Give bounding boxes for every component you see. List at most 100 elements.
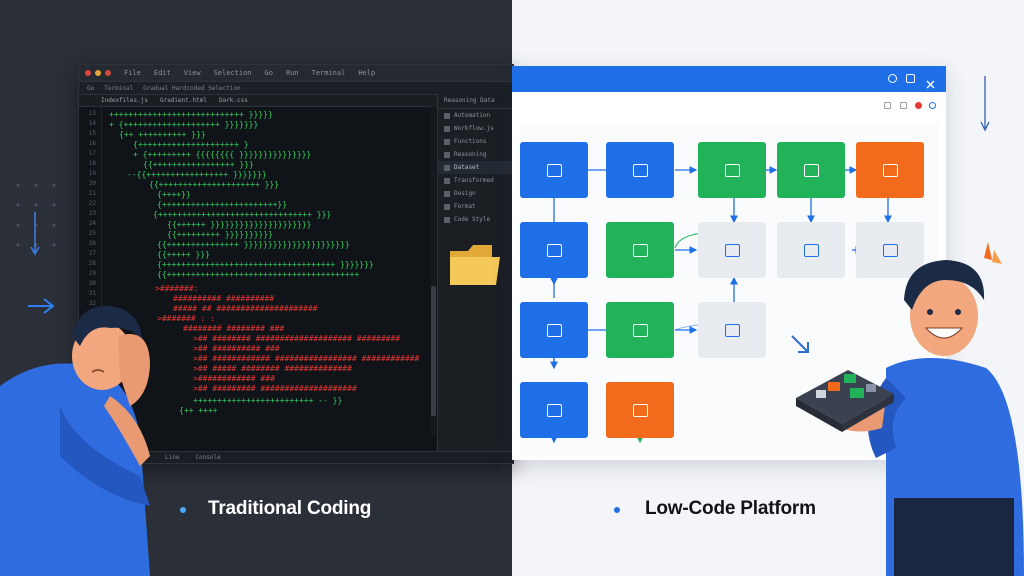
- line-number: 21: [88, 190, 96, 197]
- decorative-dot-grid: [16, 183, 56, 247]
- frustrated-developer-illustration: [0, 305, 150, 576]
- tab-indexfiles[interactable]: Indexfiles.js: [101, 97, 148, 104]
- line-number: 19: [88, 170, 96, 177]
- workflow-node[interactable]: [777, 222, 845, 278]
- settings-icon[interactable]: [929, 102, 936, 109]
- minimize-window-button[interactable]: [95, 70, 101, 76]
- line-number: 32: [88, 300, 96, 307]
- menu-terminal[interactable]: Terminal: [311, 69, 346, 77]
- explorer-item[interactable]: Workflow.js: [438, 122, 514, 135]
- folder-icon[interactable]: [448, 243, 502, 287]
- home-icon[interactable]: [888, 74, 897, 83]
- tab-dark-css[interactable]: Dark.css: [218, 97, 248, 104]
- file-icon: [444, 177, 450, 184]
- toolbar-selection[interactable]: Gradual Hardcoded Selection: [143, 84, 241, 92]
- menu-help[interactable]: Help: [358, 69, 376, 77]
- close-icon[interactable]: [926, 74, 935, 89]
- scrollbar-thumb[interactable]: [431, 286, 436, 416]
- menu-view[interactable]: View: [183, 69, 201, 77]
- toolbar-terminal[interactable]: Terminal: [104, 84, 134, 92]
- explorer-item[interactable]: Design: [438, 187, 514, 200]
- tag-icon: [724, 163, 740, 177]
- editor-titlebar: File Edit View Selection Go Run Terminal…: [79, 65, 513, 81]
- pointer-arrow-icon: [791, 335, 809, 353]
- maximize-window-button[interactable]: [105, 70, 111, 76]
- window-icon[interactable]: [906, 74, 915, 83]
- line-number: 29: [88, 270, 96, 277]
- menu-edit[interactable]: Edit: [153, 69, 171, 77]
- record-icon[interactable]: [915, 102, 922, 109]
- explorer-item[interactable]: Transformed: [438, 174, 514, 187]
- network-icon: [724, 243, 740, 257]
- line-number: 23: [88, 210, 96, 217]
- explorer-item-label: Workflow.js: [454, 125, 494, 132]
- folder-icon: [632, 163, 648, 177]
- menu-selection[interactable]: Selection: [213, 69, 252, 77]
- toolbar-go[interactable]: Go: [87, 84, 95, 92]
- editor-tabs: Indexfiles.js Gradient.html Dark.css: [79, 94, 513, 107]
- workflow-node[interactable]: [856, 142, 924, 198]
- menu-file[interactable]: File: [124, 69, 141, 77]
- down-arrow-icon: [30, 212, 40, 256]
- menu-go[interactable]: Go: [264, 69, 273, 77]
- line-number: 22: [88, 200, 96, 207]
- explorer-item[interactable]: Code Style: [438, 213, 514, 226]
- explorer-item[interactable]: Reasoning: [438, 148, 514, 161]
- workflow-node[interactable]: [606, 382, 674, 438]
- explorer-item-label: Format: [454, 203, 476, 210]
- settings-icon: [882, 243, 898, 257]
- workflow-node[interactable]: [698, 222, 766, 278]
- line-number: 17: [88, 150, 96, 157]
- code-area[interactable]: ++++++++++++++++++++++++++++ }}}}} + {++…: [109, 110, 420, 415]
- edit-icon: [632, 323, 648, 337]
- close-window-button[interactable]: [85, 70, 91, 76]
- workflow-node[interactable]: [606, 142, 674, 198]
- workflow-node[interactable]: [520, 302, 588, 358]
- file-icon: [444, 151, 450, 158]
- undo-icon[interactable]: [884, 102, 891, 109]
- workflow-canvas[interactable]: [520, 124, 938, 456]
- workflow-node[interactable]: [520, 222, 588, 278]
- cloud-icon: [803, 243, 819, 257]
- explorer-item-label: Code Style: [454, 216, 491, 223]
- line-number: 18: [88, 160, 96, 167]
- workflow-node[interactable]: [777, 142, 845, 198]
- database-icon: [882, 163, 898, 177]
- explorer-item[interactable]: Functions: [438, 135, 514, 148]
- explorer-item-label: Reasoning: [454, 151, 487, 158]
- file-explorer: Reasoning Data Automation Workflow.js Fu…: [437, 93, 514, 463]
- file-icon: [444, 203, 450, 210]
- folder-icon: [632, 403, 648, 417]
- editor-statusbar: Line Console: [79, 451, 513, 463]
- workflow-node[interactable]: [856, 222, 924, 278]
- line-number: 27: [88, 250, 96, 257]
- workflow-node[interactable]: [606, 302, 674, 358]
- chat-icon: [724, 323, 740, 337]
- traditional-coding-caption: Traditional Coding: [208, 498, 372, 519]
- happy-developer-illustration: [796, 260, 1024, 576]
- explorer-item[interactable]: Automation: [438, 109, 514, 122]
- explorer-item-label: Functions: [454, 138, 487, 145]
- line-number: 25: [88, 230, 96, 237]
- workflow-node[interactable]: [606, 222, 674, 278]
- workflow-node[interactable]: [698, 302, 766, 358]
- code-scrollbar[interactable]: [431, 106, 436, 436]
- line-number: 24: [88, 220, 96, 227]
- file-icon: [444, 216, 450, 223]
- workflow-node[interactable]: [698, 142, 766, 198]
- copy-icon[interactable]: [900, 102, 907, 109]
- caption-bullet-left: [180, 507, 186, 513]
- workflow-node[interactable]: [520, 382, 588, 438]
- line-number: 30: [88, 280, 96, 287]
- monitor-icon: [546, 403, 562, 417]
- tab-gradient[interactable]: Gradient.html: [159, 97, 207, 104]
- workflow-node[interactable]: [520, 142, 588, 198]
- file-icon: [444, 164, 450, 171]
- menu-run[interactable]: Run: [285, 69, 299, 77]
- status-console[interactable]: Console: [195, 454, 221, 461]
- file-icon: [444, 138, 450, 145]
- explorer-item[interactable]: Format: [438, 200, 514, 213]
- explorer-item-active[interactable]: Dataset: [438, 161, 514, 174]
- line-number: 26: [88, 240, 96, 247]
- line-number: 15: [88, 130, 96, 137]
